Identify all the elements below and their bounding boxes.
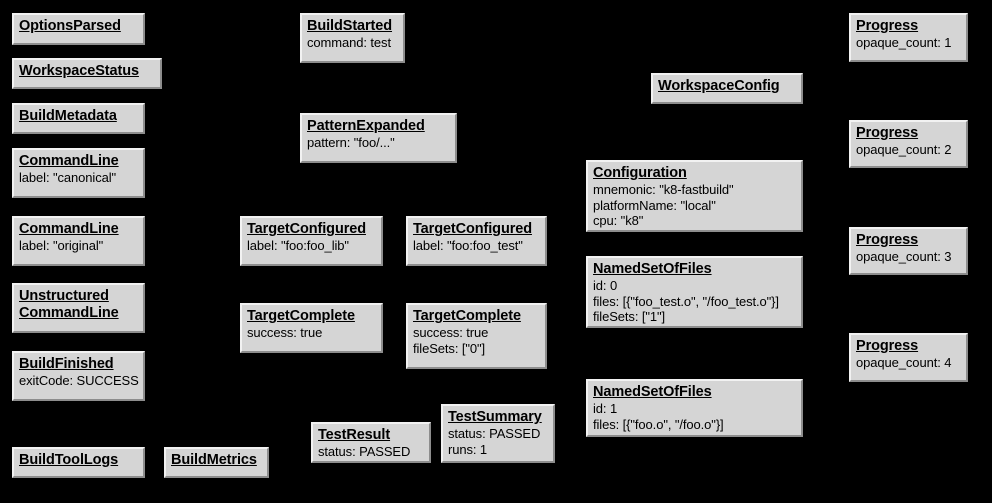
node-title: BuildStarted [307, 18, 393, 34]
node-title: NamedSetOfFiles [593, 261, 712, 277]
node-title: TargetComplete [247, 308, 355, 324]
node-unstructured-command-line[interactable]: Unstructured CommandLine [12, 283, 145, 333]
node-field: platformName: "local" [593, 197, 716, 213]
node-workspace-status[interactable]: WorkspaceStatus [12, 58, 162, 89]
node-title: CommandLine [19, 221, 119, 237]
node-fields: success: true [247, 325, 376, 341]
node-field: opaque_count: 4 [856, 355, 952, 370]
node-field: files: [{"foo_test.o", "/foo_test.o"}] [593, 293, 779, 309]
node-title: PatternExpanded [307, 118, 425, 134]
node-field: label: "canonical" [19, 170, 117, 185]
node-field: success: true [247, 325, 323, 340]
node-title: CommandLine [19, 153, 119, 169]
node-fields: command: test [307, 35, 398, 51]
node-title: Progress [856, 232, 919, 248]
node-title: BuildFinished [19, 356, 114, 372]
node-field: fileSets: ["1"] [593, 309, 666, 324]
node-options-parsed[interactable]: OptionsParsed [12, 13, 145, 45]
node-fields: label: "foo:foo_test" [413, 238, 540, 254]
node-title: TargetComplete [413, 308, 521, 324]
node-field: mnemonic: "k8-fastbuild" [593, 182, 734, 197]
node-title: OptionsParsed [19, 18, 121, 34]
node-field: opaque_count: 1 [856, 35, 952, 50]
node-field: opaque_count: 3 [856, 249, 952, 264]
node-title: BuildMetadata [19, 108, 117, 124]
node-field: pattern: "foo/..." [307, 135, 395, 150]
node-fields: opaque_count: 3 [856, 249, 961, 265]
node-title: Progress [856, 125, 919, 141]
node-field: cpu: "k8" [593, 213, 644, 228]
node-title: WorkspaceConfig [658, 78, 780, 94]
node-fields: label: "foo:foo_lib" [247, 238, 376, 254]
node-build-metrics[interactable]: BuildMetrics [164, 447, 269, 478]
node-field: fileSets: ["0"] [413, 340, 486, 356]
node-fields: label: "canonical" [19, 170, 138, 186]
node-field: files: [{"foo.o", "/foo.o"}] [593, 416, 724, 432]
node-fields: opaque_count: 2 [856, 142, 961, 158]
node-fields: pattern: "foo/..." [307, 135, 450, 151]
node-field: status: PASSED [448, 426, 541, 441]
node-title: TestSummary [448, 409, 542, 425]
node-fields: exitCode: SUCCESS [19, 373, 139, 389]
node-fields: opaque_count: 1 [856, 35, 961, 51]
node-build-metadata[interactable]: BuildMetadata [12, 103, 145, 134]
node-fields: mnemonic: "k8-fastbuild"platformName: "l… [593, 182, 796, 229]
node-field: id: 0 [593, 278, 618, 293]
node-build-tool-logs[interactable]: BuildToolLogs [12, 447, 145, 478]
node-field: success: true [413, 325, 489, 340]
node-workspace-config[interactable]: WorkspaceConfig [651, 73, 803, 104]
node-title: WorkspaceStatus [19, 63, 139, 79]
node-title: BuildToolLogs [19, 452, 119, 468]
node-field: exitCode: SUCCESS [19, 373, 139, 388]
node-title: Progress [856, 18, 919, 34]
node-fields: status: PASSED [318, 444, 424, 460]
node-fields: opaque_count: 4 [856, 355, 961, 371]
node-field: opaque_count: 2 [856, 142, 952, 157]
node-title: Configuration [593, 165, 687, 181]
node-title: Progress [856, 338, 919, 354]
node-title: Unstructured CommandLine [19, 288, 119, 321]
node-field: command: test [307, 35, 391, 50]
node-field: status: PASSED [318, 444, 411, 459]
node-fields: label: "original" [19, 238, 138, 254]
node-field: runs: 1 [448, 441, 488, 457]
node-title: TestResult [318, 427, 391, 443]
node-title: TargetConfigured [247, 221, 366, 237]
node-field: label: "foo:foo_test" [413, 238, 523, 253]
node-title: NamedSetOfFiles [593, 384, 712, 400]
node-title: TargetConfigured [413, 221, 532, 237]
node-field: id: 1 [593, 401, 618, 416]
node-field: label: "foo:foo_lib" [247, 238, 349, 253]
node-field: label: "original" [19, 238, 104, 253]
node-title: BuildMetrics [171, 452, 257, 468]
